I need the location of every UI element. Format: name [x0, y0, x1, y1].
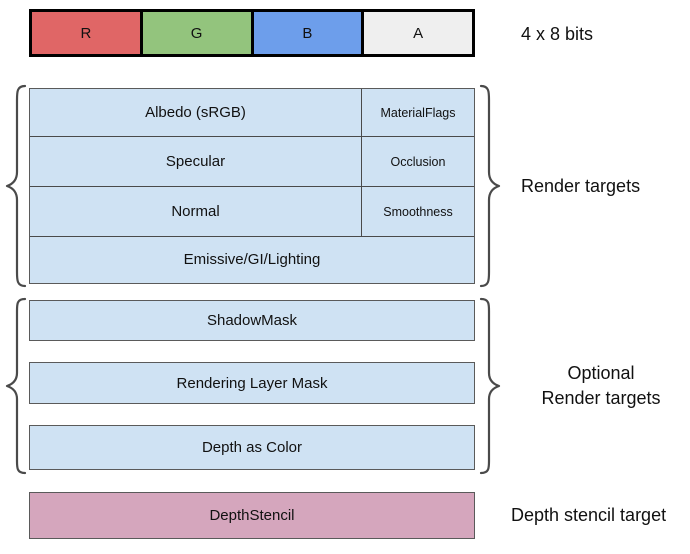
- channel-cell-b: B: [253, 12, 365, 54]
- render-targets-right-brace: [478, 84, 502, 288]
- render-target-main-specular: Specular: [30, 137, 362, 186]
- render-target-side-occlusion: Occlusion: [362, 137, 474, 186]
- render-target-label-specular: Specular: [165, 153, 226, 170]
- render-target-row-specular: Specular Occlusion: [30, 137, 474, 187]
- channel-cell-r: R: [32, 12, 143, 54]
- channel-label-a: A: [413, 24, 424, 42]
- render-target-label-materialflags: MaterialFlags: [380, 105, 456, 120]
- optional-box-rendering-layer-mask: Rendering Layer Mask: [29, 362, 475, 404]
- render-target-row-normal: Normal Smoothness: [30, 187, 474, 237]
- optional-render-targets-side-label: Optional Render targets: [541, 363, 661, 408]
- channel-label-r: R: [80, 24, 92, 42]
- render-targets-left-brace: [4, 84, 28, 288]
- render-target-label-albedo: Albedo (sRGB): [145, 104, 246, 121]
- render-target-label-smoothness: Smoothness: [383, 204, 453, 219]
- depth-stencil-box: DepthStencil: [29, 492, 475, 539]
- optional-box-shadowmask: ShadowMask: [29, 300, 475, 341]
- render-targets-table: Albedo (sRGB) MaterialFlags Specular Occ…: [29, 88, 475, 284]
- channel-label-g: G: [190, 24, 203, 42]
- rgba-channel-bar: R G B A: [29, 9, 475, 57]
- channel-bar-side-label: 4 x 8 bits: [521, 24, 594, 44]
- render-target-label-emissive: Emissive/GI/Lighting: [183, 251, 321, 268]
- optional-render-targets-left-brace: [4, 297, 28, 475]
- channel-cell-g: G: [142, 12, 254, 54]
- render-target-side-smoothness: Smoothness: [362, 187, 474, 236]
- depth-stencil-side-label: Depth stencil target: [511, 505, 667, 525]
- optional-box-depth-as-color: Depth as Color: [29, 425, 475, 470]
- render-target-side-materialflags: MaterialFlags: [362, 89, 474, 136]
- optional-label-rendering-layer-mask: Rendering Layer Mask: [176, 374, 328, 392]
- render-target-label-normal: Normal: [171, 203, 220, 220]
- optional-render-targets-right-brace: [478, 297, 502, 475]
- render-target-label-occlusion: Occlusion: [390, 154, 446, 169]
- render-target-row-albedo: Albedo (sRGB) MaterialFlags: [30, 89, 474, 137]
- depth-stencil-box-label: DepthStencil: [209, 507, 295, 524]
- optional-label-shadowmask: ShadowMask: [206, 312, 298, 329]
- render-target-main-normal: Normal: [30, 187, 362, 236]
- channel-label-b: B: [302, 24, 313, 42]
- render-target-main-albedo: Albedo (sRGB): [30, 89, 362, 136]
- render-target-main-emissive: Emissive/GI/Lighting: [30, 237, 474, 282]
- render-target-row-emissive: Emissive/GI/Lighting: [30, 237, 474, 282]
- optional-label-depth-as-color: Depth as Color: [201, 439, 303, 456]
- channel-cell-a: A: [364, 12, 472, 54]
- render-targets-side-label: Render targets: [521, 176, 641, 196]
